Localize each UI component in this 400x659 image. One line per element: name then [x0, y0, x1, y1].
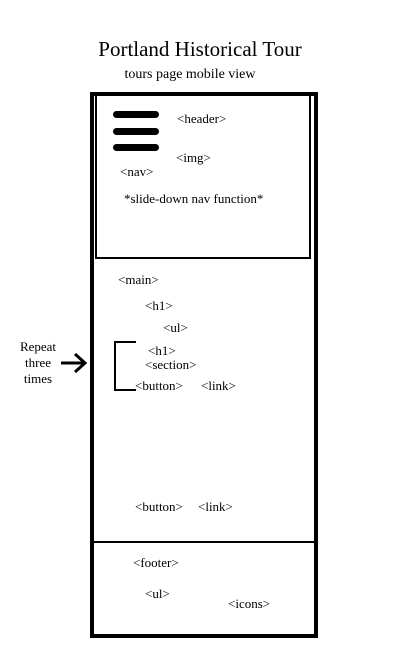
footer-icons-tag-label: <icons> [228, 596, 271, 611]
repeat-button-tag-label: <button> [135, 378, 183, 393]
footer-ul-tag-label: <ul> [145, 586, 170, 601]
repeat-note-line: three [25, 355, 51, 370]
page-title: Portland Historical Tour [98, 37, 302, 61]
repeat-link-tag-label: <link> [201, 378, 236, 393]
page-subtitle: tours page mobile view [124, 67, 256, 82]
nav-tag-label: <nav> [120, 164, 154, 179]
nav-function-note: *slide-down nav function* [124, 191, 264, 206]
repeat-note: Repeat three times [8, 339, 68, 387]
main-tag-label: <main> [118, 272, 159, 287]
repeat-h1-tag-label: <h1> [148, 343, 176, 358]
repeat-note-line: Repeat [19, 339, 57, 354]
bottom-button-tag-label: <button> [135, 499, 183, 514]
footer-divider [94, 541, 314, 543]
main-h1-tag-label: <h1> [145, 298, 173, 313]
header-region [95, 96, 311, 259]
right-arrow-icon [61, 352, 88, 374]
repeat-section-tag-label: <section> [145, 357, 197, 372]
repeat-note-line: times [23, 371, 53, 386]
header-tag-label: <header> [177, 111, 227, 126]
img-tag-label: <img> [176, 150, 211, 165]
hamburger-menu-icon [113, 111, 159, 153]
mobile-frame [90, 92, 318, 638]
bottom-link-tag-label: <link> [198, 499, 233, 514]
footer-tag-label: <footer> [133, 555, 179, 570]
main-ul-tag-label: <ul> [163, 320, 188, 335]
repeat-bracket [114, 341, 136, 391]
